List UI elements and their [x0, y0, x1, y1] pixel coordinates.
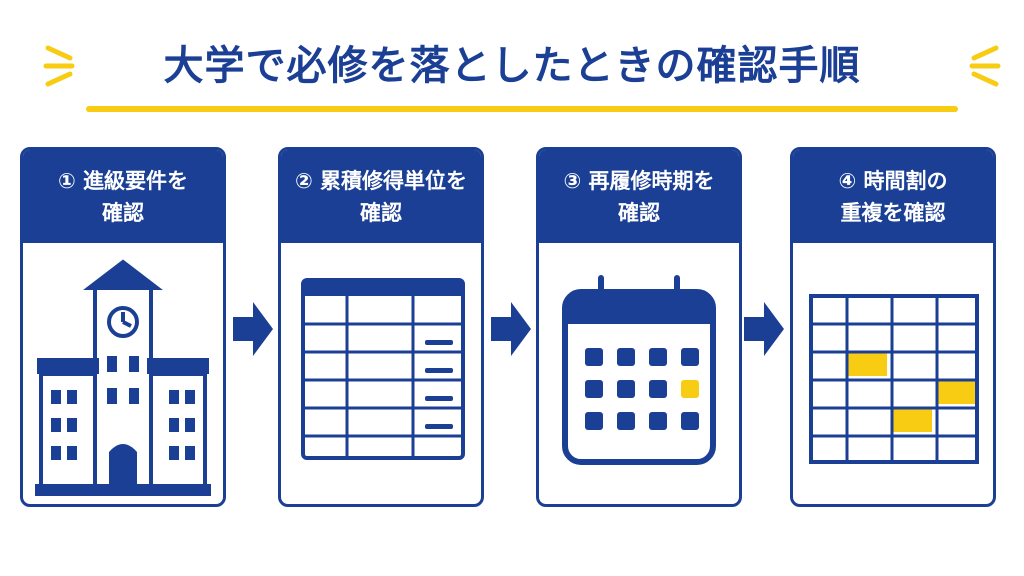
- step-card-header: ① 進級要件を 確認: [23, 150, 223, 243]
- step-card-1: ① 進級要件を 確認: [20, 147, 226, 507]
- step-card-4: ④ 時間割の 重複を確認: [790, 147, 996, 507]
- step-arrow-3-icon: [744, 302, 784, 356]
- page-title: 大学で必修を落としたときの確認手順: [163, 43, 861, 89]
- step-card-2: ② 累積修得単位を 確認: [278, 147, 484, 507]
- step-card-header: ④ 時間割の 重複を確認: [793, 150, 993, 243]
- step-arrow-1-icon: [233, 302, 273, 356]
- step-label-line1: 再履修時期を: [588, 168, 715, 193]
- step-label-line1: 進級要件を: [83, 168, 189, 193]
- title-spark-right-icon: [969, 45, 1001, 87]
- step-card-3: ③ 再履修時期を 確認: [536, 147, 742, 507]
- step-label-line2: 重複を確認: [840, 200, 946, 225]
- step-label-line1: 時間割の: [863, 168, 948, 193]
- step-card-header: ② 累積修得単位を 確認: [281, 150, 481, 243]
- step-number: ②: [294, 168, 313, 193]
- step-card-header: ③ 再履修時期を 確認: [539, 150, 739, 243]
- step-label-line2: 確認: [102, 200, 144, 225]
- step-label-line1: 累積修得単位を: [320, 168, 468, 193]
- title-spark-left-icon: [43, 45, 75, 87]
- step-label-line2: 確認: [360, 200, 402, 225]
- step-label-line2: 確認: [618, 200, 660, 225]
- step-number: ③: [563, 168, 582, 193]
- school-building-icon: [35, 259, 211, 496]
- step-arrow-2-icon: [491, 302, 531, 356]
- credit-table-icon: [301, 278, 465, 460]
- calendar-icon: [562, 275, 716, 465]
- step-number: ④: [838, 168, 857, 193]
- step-number: ①: [57, 168, 76, 193]
- timetable-grid-icon: [809, 294, 979, 464]
- title-underline: [86, 106, 958, 112]
